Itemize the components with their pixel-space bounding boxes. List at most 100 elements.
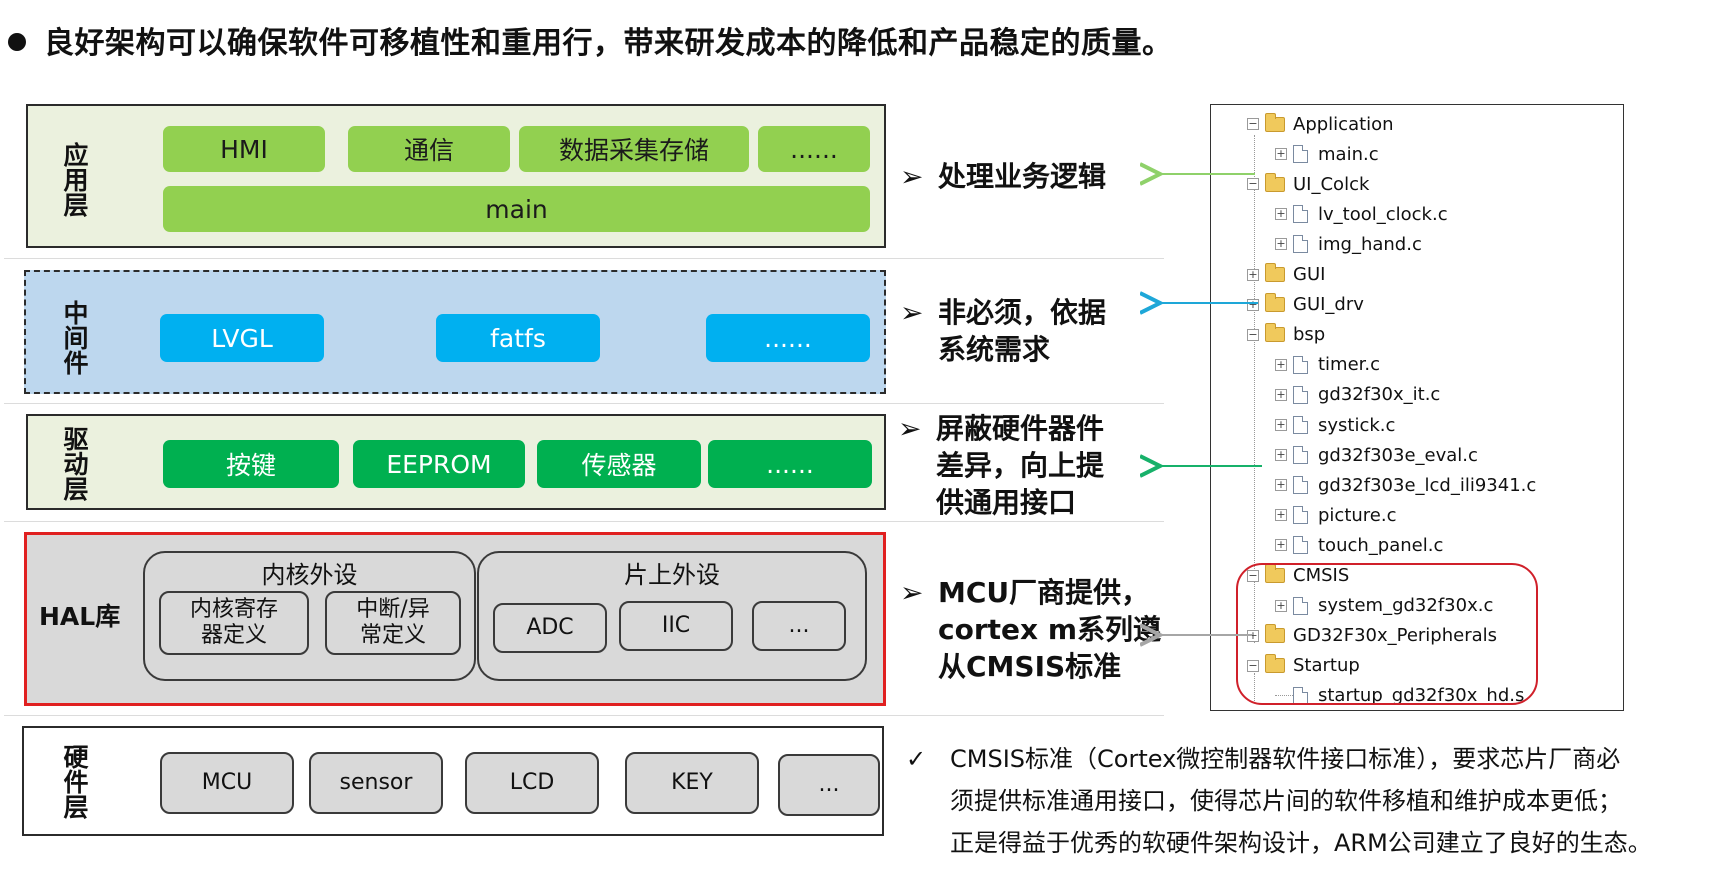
hal-onchip-item-adc: ADC [493,603,607,653]
tree-node-folder[interactable]: + GUI [1247,263,1326,286]
hal-description: ➢MCU厂商提供， cortex m系列遵 从CMSIS标准 [900,574,1161,685]
hal-core-item-interrupts: 中断/异常定义 [325,591,461,655]
expand-icon[interactable]: + [1275,147,1287,161]
expand-icon[interactable]: + [1275,598,1287,612]
driver-layer: 驱动层 按键 EEPROM 传感器 ...... [26,414,886,510]
separator [4,403,1164,404]
folder-icon [1265,654,1285,674]
folder-icon [1265,293,1285,313]
tree-node-label: GUI [1293,264,1326,285]
expand-icon[interactable]: + [1275,357,1287,371]
hal-description-line: MCU厂商提供， [938,576,1150,609]
tree-node-label: system_gd32f30x.c [1318,595,1494,617]
hardware-layer: 硬件层 MCU sensor LCD KEY ... [22,726,884,836]
file-icon [1293,446,1308,465]
expand-icon[interactable]: + [1275,508,1287,522]
hal-onchip-item-more: ... [752,601,846,651]
file-icon [1293,355,1308,374]
tree-node-folder[interactable]: − bsp [1247,323,1326,346]
tree-node-label: main.c [1318,143,1379,165]
tree-node-label: gd32f303e_lcd_ili9341.c [1318,474,1537,496]
expand-icon[interactable]: + [1247,267,1259,281]
tree-node-file[interactable]: + img_hand.c [1275,233,1422,255]
collapse-icon[interactable]: − [1247,177,1259,191]
tree-node-label: CMSIS [1293,565,1350,586]
expand-icon[interactable]: + [1275,448,1287,462]
tree-node-label: touch_panel.c [1318,534,1444,556]
tree-node-label: img_hand.c [1318,233,1422,255]
app-description: ➢处理业务逻辑 [900,158,1106,195]
middleware-item-more: ...... [706,314,870,362]
expand-icon[interactable]: + [1275,387,1287,401]
hal-onchip-group-title: 片上外设 [624,561,720,589]
tree-node-folder[interactable]: − Application [1247,112,1394,135]
tree-node-file[interactable]: + lv_tool_clock.c [1275,203,1448,225]
file-icon [1293,596,1308,615]
tree-node-file[interactable]: + gd32f30x_it.c [1275,384,1440,406]
tree-node-label: GD32F30x_Peripherals [1293,625,1498,647]
middleware-item-fatfs: fatfs [436,314,600,362]
separator [4,521,1164,522]
page-title-text: 良好架构可以确保软件可移植性和重用行，带来研发成本的降低和产品稳定的质量。 [44,26,1173,61]
tree-node-file[interactable]: +timer.c [1275,354,1380,376]
hardware-item-lcd: LCD [465,752,599,814]
tree-node-folder[interactable]: − UI_Colck [1247,172,1370,195]
tree-node-file[interactable]: + touch_panel.c [1275,534,1443,556]
tree-node-label: bsp [1293,324,1326,346]
hal-layer-label: HAL库 [39,602,121,631]
tree-node-folder[interactable]: + GUI_drv [1247,293,1364,316]
file-icon [1293,235,1308,254]
hal-onchip-group [477,551,867,681]
middleware-description-line: 系统需求 [938,333,1051,366]
check-icon: ✓ [906,745,927,773]
expand-icon[interactable]: + [1275,237,1287,251]
tree-node-folder[interactable]: +GD32F30x_Peripherals [1247,624,1498,647]
collapse-icon[interactable]: − [1247,117,1259,130]
folder-icon [1265,263,1285,282]
hardware-item-sensor: sensor [309,752,443,814]
file-icon [1293,506,1308,525]
tree-node-file[interactable]: startup_gd32f30x_hd.s [1275,685,1524,707]
tree-node-file[interactable]: +gd32f303e_eval.c [1275,444,1478,466]
middleware-layer-label: 中间件 [60,299,89,375]
note-line: 正是得益于优秀的软硬件架构设计，ARM公司建立了良好的生态。 [950,829,1652,857]
file-icon [1293,536,1308,555]
middleware-layer: 中间件 LVGL fatfs ...... [24,270,886,394]
tree-node-file[interactable]: +picture.c [1275,504,1397,526]
tree-node-folder[interactable]: − Startup [1247,654,1360,677]
tree-node-label: lv_tool_clock.c [1318,203,1448,225]
tree-node-label: UI_Colck [1293,173,1370,195]
tree-node-label: Application [1293,113,1394,135]
expand-icon[interactable]: + [1275,207,1287,221]
folder-icon [1265,172,1285,192]
collapse-icon[interactable]: − [1247,658,1259,672]
expand-icon[interactable]: + [1275,478,1287,492]
driver-description: ➢屏蔽硬件器件 差异，向上提 供通用接口 [898,410,1104,521]
expand-icon[interactable]: + [1247,297,1259,311]
file-icon [1293,145,1308,164]
arrow-bullet-icon: ➢ [898,412,922,445]
tree-node-label: GUI_drv [1293,294,1364,316]
arrow-bullet-icon: ➢ [900,576,924,609]
cmsis-note: ✓CMSIS标准（Cortex微控制器软件接口标准），要求芯片厂商必 须提供标准… [906,738,1652,864]
driver-layer-label: 驱动层 [60,425,89,501]
middleware-item-lvgl: LVGL [160,314,324,362]
tree-node-label: Startup [1293,655,1360,677]
tree-node-file[interactable]: + gd32f303e_lcd_ili9341.c [1275,474,1536,496]
driver-description-line: 供通用接口 [936,486,1077,519]
tree-node-label: startup_gd32f30x_hd.s [1318,685,1525,707]
expand-icon[interactable]: + [1275,538,1287,552]
expand-icon[interactable]: + [1275,418,1287,431]
driver-item-eeprom: EEPROM [353,440,525,488]
tree-node-file[interactable]: + system_gd32f30x.c [1275,595,1493,617]
hal-core-group-title: 内核外设 [261,561,358,589]
driver-description-line: 屏蔽硬件器件 [936,412,1105,445]
tree-node-file[interactable]: +systick.c [1275,414,1395,436]
file-icon [1293,476,1308,495]
collapse-icon[interactable]: − [1247,327,1259,341]
tree-node-file[interactable]: + main.c [1275,143,1379,165]
middleware-description-line: 非必须，依据 [938,296,1107,329]
project-tree: − Application + main.c − UI_Colck + lv_tool_clo… [1210,104,1624,711]
tree-node-label: gd32f30x_it.c [1318,384,1441,406]
